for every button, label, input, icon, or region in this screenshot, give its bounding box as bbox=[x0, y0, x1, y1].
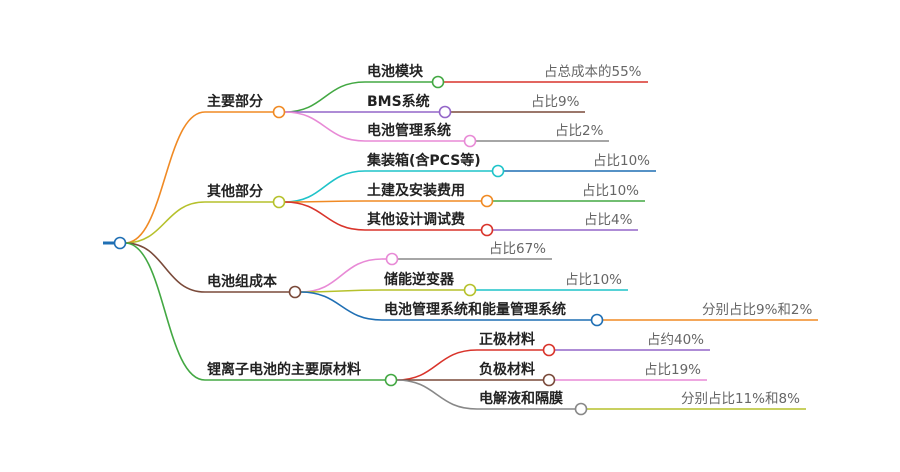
child-label: 电解液和隔膜 bbox=[479, 391, 563, 407]
branch-curve bbox=[124, 111, 206, 244]
child-label: 电池模块 bbox=[367, 64, 423, 80]
child-node bbox=[385, 252, 399, 266]
child-node bbox=[491, 164, 505, 178]
branch-label: 主要部分 bbox=[207, 94, 263, 110]
child-label: 负极材料 bbox=[479, 362, 535, 378]
child-node bbox=[574, 402, 588, 416]
child-curve bbox=[284, 111, 366, 142]
branch-label: 其他部分 bbox=[207, 184, 263, 200]
child-node bbox=[590, 313, 604, 327]
child-curve bbox=[396, 379, 478, 410]
child-curve bbox=[396, 349, 478, 381]
note-label: 占比10% bbox=[565, 272, 623, 288]
note-label: 占总成本的55% bbox=[544, 64, 642, 80]
branch-node bbox=[272, 195, 286, 209]
child-label: 土建及安装费用 bbox=[367, 183, 465, 199]
root-node bbox=[113, 236, 127, 250]
child-node bbox=[480, 194, 494, 208]
note-label: 占约40% bbox=[647, 332, 705, 348]
note-label: 占比10% bbox=[582, 183, 640, 199]
child-curve bbox=[284, 200, 366, 203]
child-node bbox=[463, 283, 477, 297]
child-label: 电池管理系统 bbox=[367, 123, 451, 139]
child-node bbox=[542, 343, 556, 357]
note-label: 分别占比9%和2% bbox=[702, 302, 813, 318]
branch-curve bbox=[124, 242, 206, 381]
child-label: 电池管理系统和能量管理系统 bbox=[384, 302, 566, 318]
child-label: 其他设计调试费 bbox=[367, 212, 465, 228]
child-node bbox=[463, 134, 477, 148]
note-label: 占比2% bbox=[555, 123, 604, 139]
branch-label: 锂离子电池的主要原材料 bbox=[207, 362, 361, 378]
child-curve bbox=[300, 258, 383, 293]
note-label: 占比4% bbox=[584, 212, 633, 228]
note-label: 占比9% bbox=[531, 94, 580, 110]
note-label: 占比10% bbox=[593, 153, 651, 169]
branch-label: 电池组成本 bbox=[207, 274, 277, 290]
child-label: 正极材料 bbox=[479, 332, 535, 348]
child-node bbox=[480, 223, 494, 237]
child-curve bbox=[300, 291, 383, 321]
child-curve bbox=[300, 289, 383, 293]
branch-curve bbox=[124, 201, 206, 244]
branch-node bbox=[384, 373, 398, 387]
child-node bbox=[438, 105, 452, 119]
child-curve bbox=[284, 170, 366, 203]
note-label: 占比67% bbox=[489, 241, 547, 257]
branch-curve bbox=[124, 242, 206, 293]
note-label: 占比19% bbox=[644, 362, 702, 378]
child-label: BMS系统 bbox=[367, 94, 430, 110]
child-node bbox=[542, 373, 556, 387]
child-node bbox=[431, 75, 445, 89]
branch-node bbox=[272, 105, 286, 119]
note-label: 分别占比11%和8% bbox=[681, 391, 800, 407]
child-label: 集装箱(含PCS等) bbox=[367, 153, 481, 169]
branch-node bbox=[288, 285, 302, 299]
child-curve bbox=[284, 81, 366, 113]
child-curve bbox=[284, 201, 366, 231]
child-label: 储能逆变器 bbox=[384, 272, 454, 288]
